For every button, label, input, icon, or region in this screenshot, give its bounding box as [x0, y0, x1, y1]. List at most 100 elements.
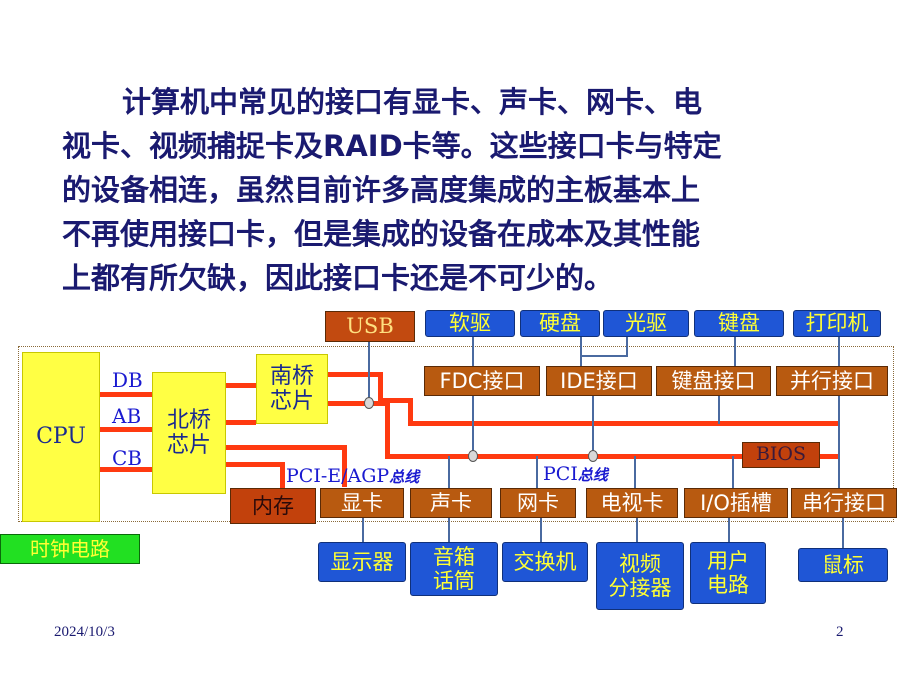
db-bus-label: DB: [112, 368, 143, 392]
ide-label: IDE接口: [560, 368, 638, 393]
ide-link: [592, 396, 594, 456]
parallel-label: 并行接口: [790, 368, 874, 393]
floppy-drive: 软驱: [425, 310, 515, 337]
clock-circuit: 时钟电路: [0, 534, 140, 564]
monitor-device: 显示器: [318, 542, 406, 582]
memory-block: 内存: [230, 488, 316, 524]
south-bridge-label: 南桥 芯片: [269, 363, 314, 414]
agp-bus-name: PCI-E/AGP: [286, 465, 390, 487]
slide-page-number: 2: [836, 624, 844, 640]
optical-label: 光驱: [625, 311, 667, 336]
usb-label: USB: [346, 314, 394, 339]
sb-lower-slope: [385, 401, 390, 457]
cb-bus-label: CB: [112, 446, 142, 470]
user-circuit-label: 用户 电路: [707, 548, 749, 597]
sound-pci-link: [448, 456, 450, 488]
video-splitter-label: 视频 分接器: [608, 551, 672, 600]
io-pci-link: [732, 456, 734, 488]
nb-mem-wire-v: [280, 462, 285, 488]
bus-db-wire: [100, 392, 152, 397]
monitor-label: 显示器: [330, 549, 394, 574]
bus-ab-wire: [100, 427, 152, 432]
speaker-link: [448, 518, 450, 542]
board-frame: [18, 346, 894, 522]
display-link: [362, 518, 364, 542]
agp-bus-down: [342, 445, 347, 487]
kbd-link: [734, 336, 736, 366]
clock-label: 时钟电路: [30, 536, 110, 561]
sound-card: 声卡: [410, 488, 492, 518]
user-circuit-link: [728, 518, 730, 542]
io-slot-label: I/O插槽: [700, 490, 772, 515]
paragraph-line: 计算机中常见的接口有显卡、声卡、网卡、电: [122, 85, 703, 119]
io-slot: I/O插槽: [684, 488, 788, 518]
paragraph-line: 不再使用接口卡，但是集成的设备在成本及其性能: [62, 217, 701, 251]
network-card: 网卡: [500, 488, 576, 518]
north-bridge-label: 北桥 芯片: [166, 407, 211, 458]
kbd-iface-link: [718, 396, 720, 424]
tv-pci-link: [634, 456, 636, 488]
video-card-label: 显卡: [341, 490, 383, 515]
usb-link: [368, 341, 370, 403]
usb-port: USB: [325, 311, 415, 342]
nb-mem-wire-h: [226, 462, 284, 467]
agp-bus-label: PCI-E/AGP总线: [286, 465, 419, 487]
agp-bus-wire: [226, 445, 346, 450]
parallel-interface: 并行接口: [776, 366, 888, 396]
serial-interface: 串行接口: [791, 488, 897, 518]
ide-interface: IDE接口: [546, 366, 652, 396]
pci-bus-label: PCI总线: [543, 463, 608, 485]
floppy-link: [472, 336, 474, 366]
sb-upper-slope: [378, 372, 383, 402]
bios-chip: BIOS: [742, 442, 820, 468]
ab-bus-label: AB: [112, 404, 142, 428]
fdc-label: FDC接口: [439, 368, 525, 393]
mouse-label: 鼠标: [822, 552, 864, 577]
sb-upper-wire: [328, 372, 380, 377]
speaker-mic-label: 音箱 话筒: [433, 544, 475, 593]
splitter-link: [636, 518, 638, 542]
switch-link: [540, 518, 542, 542]
sound-card-label: 声卡: [430, 490, 472, 515]
pci-bus-wire: [385, 454, 840, 459]
intro-paragraph: 计算机中常见的接口有显卡、声卡、网卡、电 视卡、视频捕捉卡及RAID卡等。这些接…: [62, 80, 852, 300]
fdc-interface: FDC接口: [424, 366, 540, 396]
pci-bus-suffix: 总线: [577, 466, 608, 484]
memory-label: 内存: [252, 493, 294, 518]
paragraph-line: 视卡、视频捕捉卡及RAID卡等。这些接口卡与特定: [62, 129, 722, 163]
cpu-label: CPU: [36, 424, 86, 450]
ide-junction-dot: [588, 450, 598, 462]
optical-link: [626, 336, 628, 356]
north-bridge-chip: 北桥 芯片: [152, 372, 226, 494]
bus-cb-wire: [100, 467, 152, 472]
fdc-junction-dot: [468, 450, 478, 462]
switch-label: 交换机: [513, 549, 577, 574]
hard-disk: 硬盘: [520, 310, 600, 337]
nb-sb-wire-2: [226, 420, 256, 425]
mouse-device: 鼠标: [798, 548, 888, 582]
user-circuit-device: 用户 电路: [690, 542, 766, 604]
nb-sb-wire-1: [226, 383, 256, 388]
cpu-block: CPU: [22, 352, 100, 522]
nic-pci-link: [536, 456, 538, 488]
fdc-link: [472, 396, 474, 456]
paragraph-line: 上都有所欠缺，因此接口卡还是不可少的。: [62, 261, 614, 295]
ide-bus-link: [580, 355, 628, 357]
keyboard-interface: 键盘接口: [656, 366, 771, 396]
lpt-link: [838, 396, 840, 488]
isa-main-slope: [408, 398, 413, 424]
usb-junction-dot: [364, 397, 374, 409]
printer-link: [838, 336, 840, 366]
south-bridge-chip: 南桥 芯片: [256, 354, 328, 424]
bios-label: BIOS: [755, 443, 807, 466]
printer-device: 打印机: [793, 310, 881, 337]
network-card-label: 网卡: [517, 490, 559, 515]
tv-card-label: 电视卡: [600, 490, 664, 515]
keyboard-iface-label: 键盘接口: [671, 368, 756, 393]
video-splitter-device: 视频 分接器: [596, 542, 684, 610]
sb-lower-wire: [328, 401, 388, 406]
keyboard-label: 键盘: [718, 311, 760, 336]
isa-main-wire: [378, 398, 412, 403]
serial-label: 串行接口: [802, 490, 886, 515]
pci-bus-name: PCI: [543, 463, 578, 485]
